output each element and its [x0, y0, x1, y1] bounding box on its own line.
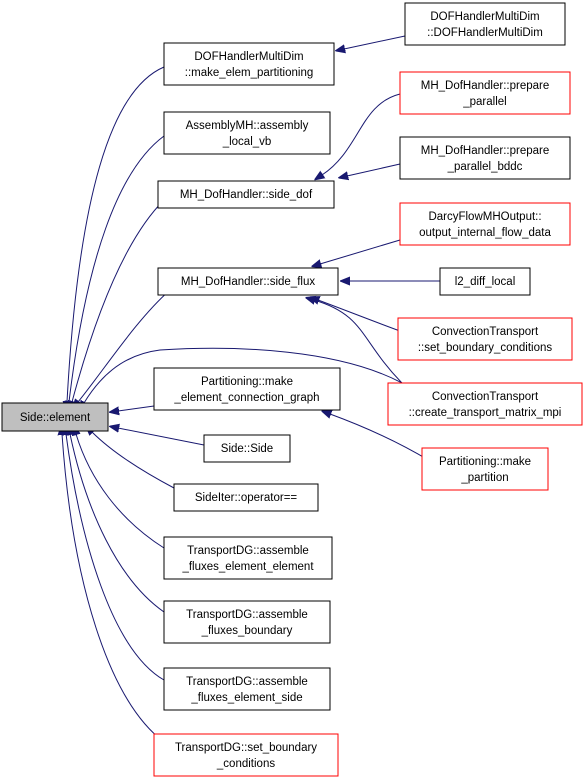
- node-l2-diff-local[interactable]: l2_diff_local: [439, 267, 531, 296]
- node-label-line-2: _fluxes_element_element: [181, 561, 314, 573]
- node-label-line-1: TransportDG::assemble: [186, 676, 308, 688]
- node-dof-constructor[interactable]: DOFHandlerMultiDim ::DOFHandlerMultiDim: [404, 2, 566, 46]
- node-label-line-1: TransportDG::set_boundary: [175, 742, 317, 754]
- edge-conv-create-to-side-flux: [314, 300, 403, 384]
- edge-tdg-set-bc-to-side-element: [62, 434, 165, 743]
- edge-dof-ctor-to-dof-make-elem: [344, 35, 406, 49]
- node-dof-make-elem-partitioning[interactable]: DOFHandlerMultiDim ::make_elem_partition…: [163, 42, 335, 86]
- node-label-line-1: Partitioning::make: [201, 376, 293, 388]
- node-tdg-assemble-fluxes-element-side[interactable]: TransportDG::assemble _fluxes_element_si…: [163, 667, 331, 711]
- node-label: SideIter::operator==: [195, 492, 298, 504]
- node-label-line-1: TransportDG::assemble: [186, 609, 308, 621]
- edge-conv-set-bc-to-side-flux: [318, 300, 401, 332]
- node-tdg-assemble-fluxes-element-element[interactable]: TransportDG::assemble _fluxes_element_el…: [163, 536, 333, 580]
- node-label-line-2: _conditions: [216, 758, 275, 770]
- node-label-line-2: _parallel: [462, 96, 506, 108]
- node-partitioning-make-partition[interactable]: Partitioning::make _partition: [421, 447, 549, 491]
- edge-tdg-boundary-to-side-element: [70, 434, 165, 613]
- node-label-line-1: AssemblyMH::assembly: [186, 120, 309, 132]
- node-assembly-local-vb[interactable]: AssemblyMH::assembly _local_vb: [163, 111, 331, 155]
- node-label-line-2: ::make_elem_partitioning: [185, 67, 314, 79]
- node-label-line-2: output_internal_flow_data: [419, 227, 551, 239]
- edge-side-dof-to-side-element: [72, 199, 165, 402]
- node-label-line-2: _fluxes_boundary: [201, 625, 293, 637]
- edge-darcy-to-side-flux: [320, 239, 401, 264]
- node-label-line-1: ConvectionTransport: [432, 391, 539, 403]
- node-tdg-assemble-fluxes-boundary[interactable]: TransportDG::assemble _fluxes_boundary: [163, 600, 331, 644]
- node-label-line-2: ::set_boundary_conditions: [418, 342, 553, 354]
- node-partitioning-make-element-connection-graph[interactable]: Partitioning::make _element_connection_g…: [153, 367, 341, 411]
- edges: [62, 35, 440, 743]
- node-tdg-set-boundary-conditions[interactable]: TransportDG::set_boundary _conditions: [153, 733, 339, 777]
- node-mh-side-dof[interactable]: MH_DofHandler::side_dof: [157, 180, 335, 209]
- node-label-line-2: _parallel_bddc: [447, 161, 523, 173]
- node-conv-set-boundary-conditions[interactable]: ConvectionTransport ::set_boundary_condi…: [397, 317, 573, 361]
- edge-prepare-parallel-bddc-to-side-dof: [347, 163, 401, 176]
- node-label: l2_diff_local: [455, 276, 516, 288]
- edge-side-side-to-side-element: [118, 428, 205, 446]
- node-mh-prepare-parallel-bddc[interactable]: MH_DofHandler::prepare _parallel_bddc: [399, 136, 571, 180]
- node-label-line-2: ::create_transport_matrix_mpi: [409, 407, 562, 419]
- node-label-line-1: MH_DofHandler::prepare: [421, 80, 549, 92]
- node-label-line-1: DOFHandlerMultiDim: [430, 11, 539, 23]
- node-side-element[interactable]: Side::element: [1, 402, 109, 432]
- node-label-line-1: TransportDG::assemble: [187, 545, 309, 557]
- node-label: Side::Side: [221, 443, 273, 455]
- node-side-side[interactable]: Side::Side: [203, 434, 291, 463]
- edge-partitioning-graph-to-side-element: [118, 405, 155, 411]
- node-label: MH_DofHandler::side_dof: [180, 189, 313, 201]
- node-label-line-1: ConvectionTransport: [432, 326, 539, 338]
- node-label: Side::element: [20, 412, 91, 424]
- node-conv-create-transport-matrix-mpi[interactable]: ConvectionTransport ::create_transport_m…: [387, 382, 583, 426]
- edge-dof-make-elem-to-side-element: [67, 66, 165, 402]
- edge-assembly-to-side-element: [69, 135, 165, 402]
- edge-prepare-parallel-to-side-dof: [322, 93, 401, 175]
- node-label-line-2: _partition: [460, 472, 508, 484]
- edge-sideiter-to-side-element: [92, 432, 175, 489]
- node-label-line-1: DarcyFlowMHOutput::: [428, 211, 541, 223]
- node-label-line-1: MH_DofHandler::prepare: [421, 145, 549, 157]
- edge-side-flux-to-side-element: [78, 289, 171, 402]
- node-label-line-1: Partitioning::make: [439, 456, 531, 468]
- node-label-line-2: _local_vb: [222, 136, 272, 148]
- node-label-line-2: _element_connection_graph: [173, 392, 319, 404]
- node-label-line-2: _fluxes_element_side: [190, 692, 302, 704]
- node-label-line-1: DOFHandlerMultiDim: [194, 51, 303, 63]
- edge-make-partition-to-graph: [330, 414, 431, 462]
- node-sideiter-operator-eq[interactable]: SideIter::operator==: [173, 483, 319, 512]
- edge-tdg-elem-elem-to-side-element: [76, 434, 165, 549]
- node-label: MH_DofHandler::side_flux: [181, 276, 315, 288]
- node-mh-side-flux[interactable]: MH_DofHandler::side_flux: [157, 267, 339, 296]
- node-darcy-output-internal-flow-data[interactable]: DarcyFlowMHOutput:: output_internal_flow…: [399, 202, 571, 246]
- node-label-line-2: ::DOFHandlerMultiDim: [427, 27, 543, 39]
- node-mh-prepare-parallel[interactable]: MH_DofHandler::prepare _parallel: [399, 71, 571, 115]
- edge-conv-create-to-side-element: [84, 347, 403, 403]
- edge-tdg-elem-side-to-side-element: [66, 434, 165, 681]
